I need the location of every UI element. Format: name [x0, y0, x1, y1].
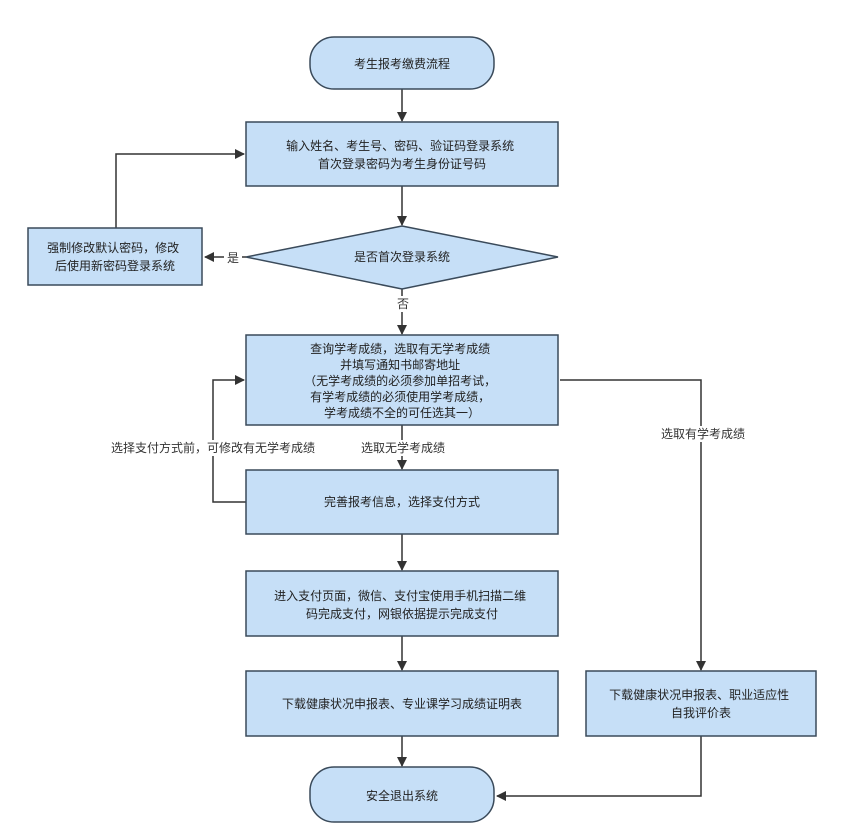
edge-label-modify-before-payment: 选择支付方式前，可修改有无学考成绩 [111, 440, 315, 455]
start-terminal-shape [309, 36, 495, 90]
edge-change-password-to-login [115, 149, 245, 228]
change-password-label: 强制修改默认密码，修改 后使用新密码登录系统 [47, 240, 183, 273]
edge-labels: 是 否 选取无学考成绩 选取有学考成绩 选择支付方式前，可修改有无学考成绩 [96, 249, 751, 456]
edge-label-choose-no-scores: 选取无学考成绩 [361, 440, 445, 455]
complete-info-label: 完善报考信息，选择支付方式 [324, 494, 480, 509]
edge-label-no: 否 [397, 297, 409, 311]
complete-info-box [245, 469, 559, 535]
payment-box [245, 570, 559, 637]
node-payment: 进入支付页面，微信、支付宝使用手机扫描二维 码完成支付，网银依据提示完成支付 [245, 570, 559, 637]
node-login: 输入姓名、考生号、密码、验证码登录系统 首次登录密码为考生身份证号码 [245, 121, 559, 187]
edge-label-yes: 是 [227, 251, 239, 265]
download-no-scores-box [245, 670, 559, 737]
query-scores-label: 查询学考成绩，选取有无学考成绩 并填写通知书邮寄地址 （无学考成绩的必须参加单招… [304, 341, 500, 420]
download-with-scores-box [585, 670, 817, 737]
login-label: 输入姓名、考生号、密码、验证码登录系统 首次登录密码为考生身份证号码 [286, 138, 518, 171]
login-process-box [245, 121, 559, 187]
edge-label-choose-with-scores: 选取有学考成绩 [661, 426, 745, 441]
node-start: 考生报考缴费流程 [309, 36, 495, 90]
payment-label: 进入支付页面，微信、支付宝使用手机扫描二维 码完成支付，网银依据提示完成支付 [274, 588, 530, 621]
exit-terminal-shape [309, 766, 495, 823]
node-download-no-scores: 下载健康状况申报表、专业课学习成绩证明表 [245, 670, 559, 737]
node-query-scores: 查询学考成绩，选取有无学考成绩 并填写通知书邮寄地址 （无学考成绩的必须参加单招… [245, 334, 559, 426]
node-complete-info: 完善报考信息，选择支付方式 [245, 469, 559, 535]
edge-query-to-download-with-scores [560, 379, 706, 671]
node-exit: 安全退出系统 [309, 766, 495, 823]
node-first-login-decision: 是否首次登录系统 [245, 225, 559, 290]
start-label: 考生报考缴费流程 [354, 56, 450, 71]
decision-diamond [245, 225, 559, 290]
node-download-with-scores: 下载健康状况申报表、职业适应性 自我评价表 [585, 670, 817, 737]
query-scores-box [245, 334, 559, 426]
download-with-scores-label: 下载健康状况申报表、职业适应性 自我评价表 [609, 687, 793, 720]
change-password-box [27, 227, 203, 286]
decision-label: 是否首次登录系统 [354, 249, 450, 264]
exit-label: 安全退出系统 [366, 788, 438, 803]
edge-download-with-scores-to-exit [496, 736, 702, 801]
node-change-password: 强制修改默认密码，修改 后使用新密码登录系统 [27, 227, 203, 286]
download-no-scores-label: 下载健康状况申报表、专业课学习成绩证明表 [282, 696, 522, 711]
